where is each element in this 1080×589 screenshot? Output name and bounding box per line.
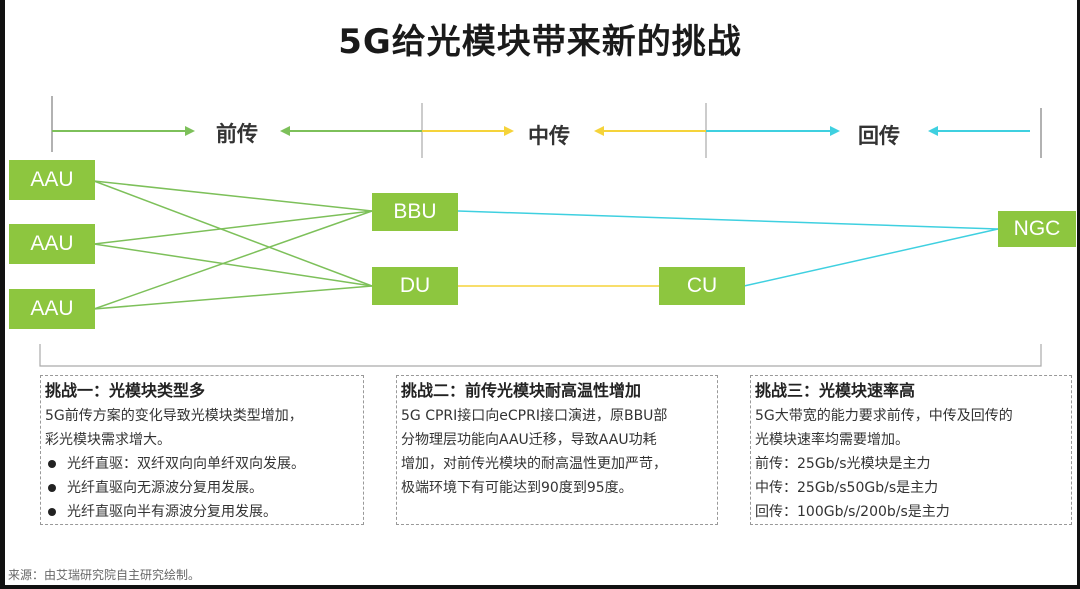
bullet-dot-icon [48, 484, 56, 492]
challenge-2-line: 分物理层功能向AAU迁移，导致AAU功耗 [401, 432, 657, 448]
challenge-3-line: 回传：100Gb/s/200b/s是主力 [755, 504, 950, 520]
challenges-bracket [39, 344, 1042, 367]
link-aau1-du [93, 180, 373, 287]
bullet-text: 光纤直驱：双纤双向向单纤双向发展。 [67, 456, 305, 472]
node-du: DU [372, 267, 458, 305]
node-ngc: NGC [998, 211, 1076, 247]
link-aau3-du [93, 285, 373, 310]
frame-left-border [0, 0, 5, 589]
challenge-2-line: 增加，对前传光模块的耐高温性更加严苛， [401, 456, 667, 472]
frame-right-border [1077, 0, 1080, 589]
challenge-3-line: 中传：25Gb/s50Gb/s是主力 [755, 480, 939, 496]
challenge-1-bullet: 光纤直驱向半有源波分复用发展。 [45, 500, 359, 524]
link-aau1-bbu [93, 180, 373, 212]
frame-bottom-border [0, 585, 1080, 589]
label-mid-haul: 中传 [528, 124, 570, 148]
challenge-2-heading: 挑战二：前传光模块耐高温性增加 [401, 381, 642, 400]
challenge-3-line: 5G大带宽的能力要求前传，中传及回传的 [755, 408, 1013, 424]
challenge-3-line: 前传：25Gb/s光模块是主力 [755, 456, 931, 472]
bullet-dot-icon [48, 460, 56, 468]
challenge-3-line: 光模块速率均需要增加。 [755, 432, 909, 448]
page-title: 5G给光模块带来新的挑战 [338, 22, 742, 62]
challenge-1-bullet: 光纤直驱：双纤双向向单纤双向发展。 [45, 452, 359, 476]
node-aau-3: AAU [9, 289, 95, 329]
link-bbu-ngc [457, 210, 999, 230]
source-note: 来源：由艾瑞研究院自主研究绘制。 [8, 568, 201, 582]
bullet-dot-icon [48, 508, 56, 516]
challenge-2-line: 极端环境下有可能达到90度到95度。 [401, 480, 633, 496]
label-back-haul: 回传 [858, 124, 900, 148]
link-cu-ngc [743, 228, 999, 287]
challenge-1-bullets: 光纤直驱：双纤双向向单纤双向发展。 光纤直驱向无源波分复用发展。 光纤直驱向半有… [45, 452, 359, 524]
node-bbu: BBU [372, 193, 458, 231]
challenge-2-line: 5G CPRI接口向eCPRI接口演进，原BBU部 [401, 408, 668, 424]
bullet-text: 光纤直驱向无源波分复用发展。 [67, 480, 263, 496]
node-aau-2: AAU [9, 224, 95, 264]
challenge-box-1: 挑战一：光模块类型多 5G前传方案的变化导致光模块类型增加， 彩光模块需求增大。… [40, 375, 364, 525]
bullet-text: 光纤直驱向半有源波分复用发展。 [67, 504, 277, 520]
challenge-box-2: 挑战二：前传光模块耐高温性增加 5G CPRI接口向eCPRI接口演进，原BBU… [396, 375, 718, 525]
link-aau2-du [93, 243, 373, 287]
label-front-haul: 前传 [216, 122, 258, 146]
link-aau2-bbu [93, 210, 373, 245]
challenge-1-heading: 挑战一：光模块类型多 [45, 381, 206, 400]
challenge-box-3: 挑战三：光模块速率高 5G大带宽的能力要求前传，中传及回传的 光模块速率均需要增… [750, 375, 1072, 525]
challenge-1-line: 5G前传方案的变化导致光模块类型增加， [45, 408, 303, 424]
challenge-1-bullet: 光纤直驱向无源波分复用发展。 [45, 476, 359, 500]
node-cu: CU [659, 267, 745, 305]
link-aau3-bbu [93, 210, 373, 310]
challenge-1-line: 彩光模块需求增大。 [45, 432, 171, 448]
node-aau-1: AAU [9, 160, 95, 200]
challenge-3-heading: 挑战三：光模块速率高 [755, 381, 916, 400]
